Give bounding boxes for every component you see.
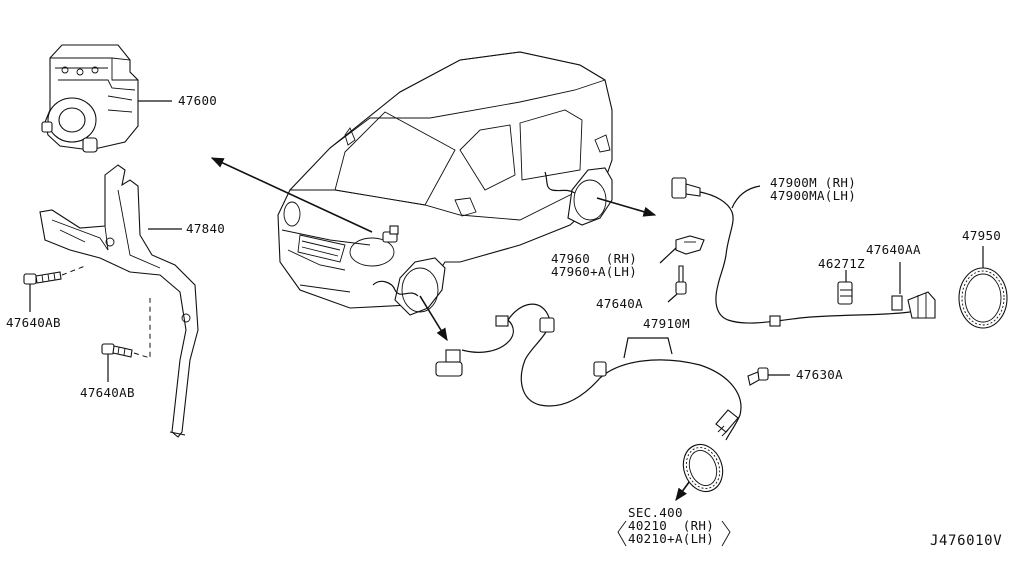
- label-47630a: 47630A: [796, 367, 843, 382]
- label-47840: 47840: [186, 221, 226, 236]
- label-47600: 47600: [178, 93, 218, 108]
- front-wheel-sensor-harness: [435, 303, 742, 441]
- label-40210-rh: 40210 (RH): [628, 518, 715, 533]
- label-sec400: SEC.400: [628, 505, 683, 520]
- label-47640aa: 47640AA: [866, 242, 921, 257]
- bolt-47640ab-upper: [23, 265, 86, 312]
- bolt-47630a: [747, 367, 790, 386]
- sensor-bracket-clip: [659, 235, 705, 303]
- label-47900ma-lh: 47900MA(LH): [770, 188, 857, 203]
- vehicle-body: [277, 51, 613, 316]
- abs-actuator-unit: [41, 44, 172, 153]
- document-id: J476010V: [930, 533, 1003, 549]
- sec400-callout-bracket: [617, 520, 731, 547]
- label-47960-rh: 47960 (RH): [551, 251, 638, 266]
- front-sensor-rotor: [682, 443, 724, 493]
- label-46271z: 46271Z: [818, 256, 865, 271]
- label-47640ab-lower: 47640AB: [80, 385, 135, 400]
- label-47960a-lh: 47960+A(LH): [551, 264, 638, 279]
- label-47640a: 47640A: [596, 296, 643, 311]
- rear-sensor-rotor: [958, 246, 1008, 329]
- rear-wheel-sensor-harness: [671, 177, 936, 327]
- label-47950: 47950: [962, 228, 1002, 243]
- label-47900m-rh: 47900M (RH): [770, 175, 857, 190]
- actuator-bracket: [39, 164, 199, 438]
- label-47910m: 47910M: [643, 316, 690, 331]
- label-47640ab-upper: 47640AB: [6, 315, 61, 330]
- bolt-47640ab-lower: [101, 298, 151, 382]
- label-40210a-lh: 40210+A(LH): [628, 531, 715, 546]
